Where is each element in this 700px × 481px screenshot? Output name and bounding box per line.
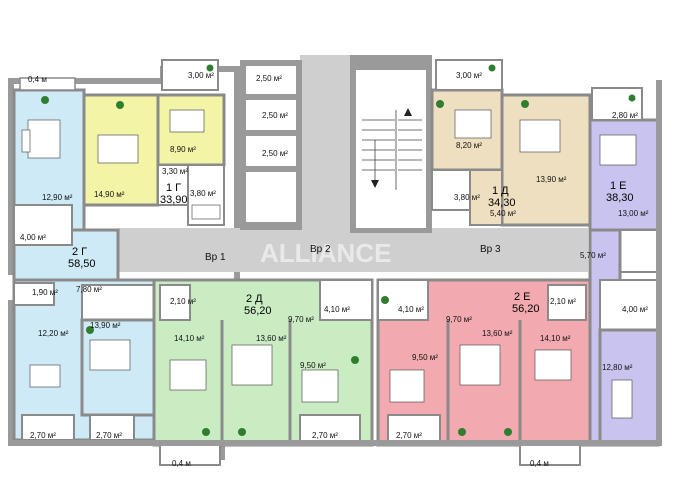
apt-1G-area: 33,90	[160, 194, 188, 206]
room-label: 3,00 м²	[188, 71, 214, 80]
room-label: 3,00 м²	[456, 71, 482, 80]
apartment-1E[interactable]	[588, 87, 660, 273]
room-label: 4,10 м²	[398, 305, 424, 314]
room-label: 13,00 м²	[618, 209, 649, 218]
room-label: 14,10 м²	[174, 334, 205, 343]
room-label: 4,10 м²	[324, 305, 350, 314]
room-label: 3,30 м²	[162, 167, 188, 176]
apartment-2E[interactable]	[376, 278, 592, 466]
room-label: 9,70 м²	[446, 315, 472, 324]
room-label: 3,80 м²	[190, 189, 216, 198]
apt-1E-label: 1 Е	[610, 180, 627, 192]
apt-2E-area: 56,20	[512, 303, 540, 315]
room-label: 2,70 м²	[96, 431, 122, 440]
right-wall	[656, 80, 662, 446]
apt-1D-area: 34,30	[488, 197, 516, 209]
room-label: 9,50 м²	[300, 361, 326, 370]
room-label: 7,80 м²	[76, 285, 102, 294]
room-label: 2,10 м²	[170, 297, 196, 306]
storage-3: 2,50 м²	[262, 149, 288, 158]
room-label: 14,90 м²	[94, 190, 125, 199]
bottom-wall	[8, 440, 658, 446]
room-label: 2,10 м²	[550, 297, 576, 306]
room-label: 12,90 м²	[42, 193, 73, 202]
room-label: 14,10 м²	[540, 334, 571, 343]
exit-1: Вр 1	[205, 252, 226, 263]
exit-3: Вр 3	[480, 244, 501, 255]
apt-1E-area: 38,30	[606, 192, 634, 204]
apt-2G-label: 2 Г	[72, 246, 87, 258]
room-label: 13,60 м²	[482, 329, 513, 338]
storage-labels: 2,50 м² 2,50 м² 2,50 м²	[256, 74, 288, 158]
room-label: 9,70 м²	[288, 315, 314, 324]
apartment-1G[interactable]	[82, 59, 226, 226]
room-label: 5,40 м²	[490, 209, 516, 218]
storage-block	[240, 60, 302, 230]
room-label: 1,90 м²	[32, 288, 58, 297]
apt-1D-label: 1 Д	[492, 185, 509, 197]
apartment-1D[interactable]	[430, 59, 592, 227]
room-label: 2,80 м²	[612, 111, 638, 120]
room-label: 12,20 м²	[38, 329, 69, 338]
apt-1G-label: 1 Г	[166, 182, 181, 194]
room-label: 13,60 м²	[256, 334, 287, 343]
apt-2G-area: 58,50	[68, 258, 96, 270]
room-label: 0,4 м	[28, 75, 47, 84]
apt-2D-label: 2 Д	[246, 293, 263, 305]
room-label: 13,90 м²	[90, 321, 121, 330]
room-label: 3,80 м²	[454, 193, 480, 202]
room-label: 0,4 м	[172, 459, 191, 468]
apartment-2D[interactable]	[152, 278, 374, 466]
room-label: 8,20 м²	[456, 141, 482, 150]
room-label: 0,4 м	[530, 459, 549, 468]
apt-2E-label: 2 Е	[514, 291, 531, 303]
room-label: 13,90 м²	[536, 175, 567, 184]
room-label: 5,70 м²	[580, 251, 606, 260]
room-label: 4,00 м²	[622, 305, 648, 314]
room-label: 2,70 м²	[396, 431, 422, 440]
apartment-1E-lower[interactable]	[588, 228, 660, 447]
exit-labels: Вр 1 Вр 2 Вр 3	[205, 244, 501, 263]
apt-2D-area: 56,20	[244, 305, 272, 317]
apartment-labels: 1 Г 33,90 1 Д 34,30 1 Е 38,30 2 Г 58,50 …	[68, 180, 634, 317]
watermark: ALLIANCE	[260, 238, 391, 268]
storage-2: 2,50 м²	[262, 111, 288, 120]
room-label: 12,80 м²	[602, 363, 633, 372]
staircase	[350, 55, 432, 233]
room-label: 4,00 м²	[20, 233, 46, 242]
exit-2: Вр 2	[310, 244, 331, 255]
storage-1: 2,50 м²	[256, 74, 282, 83]
corridor	[118, 228, 588, 272]
room-label: 8,90 м²	[170, 145, 196, 154]
room-labels: 0,4 м 12,90 м² 4,00 м² 1,90 м² 7,80 м² 1…	[20, 71, 649, 468]
room-label: 9,50 м²	[412, 353, 438, 362]
room-label: 2,70 м²	[312, 431, 338, 440]
room-label: 2,70 м²	[30, 431, 56, 440]
